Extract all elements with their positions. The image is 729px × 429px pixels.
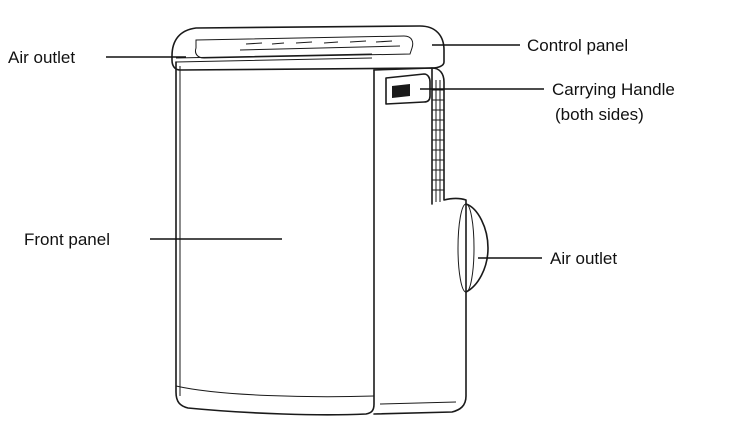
label-air-outlet-side: Air outlet xyxy=(550,249,617,268)
air-conditioner-unit xyxy=(171,25,489,416)
side-foot xyxy=(379,401,457,405)
carrying-handle xyxy=(385,73,431,105)
side-panel xyxy=(373,67,467,415)
front-panel xyxy=(175,61,375,416)
label-control-panel: Control panel xyxy=(527,36,628,55)
rear-column-ribs xyxy=(432,89,444,191)
label-front-panel: Front panel xyxy=(24,230,110,249)
side-air-outlet-face xyxy=(457,203,475,293)
label-air-outlet-top: Air outlet xyxy=(8,48,75,67)
label-carrying-handle-sides: (both sides) xyxy=(555,105,644,124)
carrying-handle-grip xyxy=(392,84,410,98)
control-panel-plate xyxy=(195,35,414,59)
side-rear-ribs xyxy=(435,80,441,202)
label-carrying-handle: Carrying Handle xyxy=(552,80,675,99)
front-base xyxy=(175,385,375,398)
side-air-outlet xyxy=(465,203,489,293)
top-air-outlet-grille xyxy=(175,53,373,63)
control-panel-buttons xyxy=(239,40,401,51)
